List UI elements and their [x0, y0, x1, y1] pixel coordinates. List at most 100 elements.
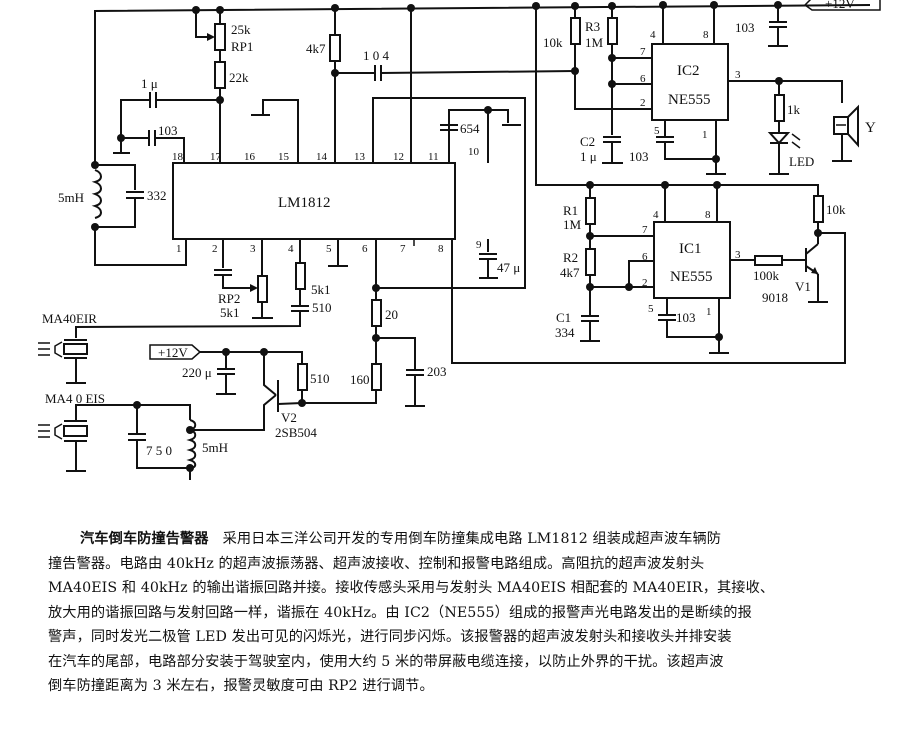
svg-text:5mH: 5mH	[202, 440, 228, 455]
svg-text:22k: 22k	[229, 70, 249, 85]
inductor-5mh-bottom: 5mH	[186, 394, 277, 480]
svg-text:1: 1	[176, 243, 182, 255]
lm1812-bottom-pins: 1 2 3 4 5 6 7 8 9	[176, 239, 482, 255]
svg-text:5: 5	[326, 243, 332, 255]
supply-tag-top: +12V	[803, 0, 881, 11]
svg-text:1: 1	[702, 129, 708, 141]
transistor-v1: 100k 10k V1 9018	[730, 195, 846, 305]
svg-text:4: 4	[653, 209, 659, 221]
svg-text:510: 510	[312, 300, 332, 315]
svg-text:4: 4	[288, 243, 294, 255]
caption-line-7: 倒车防撞距离为 3 米左右，报警灵敏度可由 RP2 进行调节。	[48, 678, 434, 694]
svg-text:NE555: NE555	[668, 92, 711, 108]
pin15-ground	[251, 99, 299, 163]
speaker: Y	[832, 104, 876, 162]
svg-text:103: 103	[629, 149, 649, 164]
svg-text:1: 1	[706, 306, 712, 318]
transistor-v2: 510 V2 2SB504	[263, 351, 330, 440]
caption-line-4: 放大用的谐振回路与发射回路一样，谐振在 40kHz。由 IC2（NE555）组成…	[48, 604, 752, 621]
caption-line-2: 撞告警器。电路由 40kHz 的超声波振荡器、超声波接收、控制和报警电路组成。高…	[48, 555, 705, 572]
svg-text:6: 6	[642, 251, 648, 263]
svg-text:8: 8	[703, 29, 709, 41]
supply-label: +12V	[825, 0, 855, 11]
caption-title: 汽车倒车防撞告警器	[80, 531, 209, 547]
pin8-wire	[451, 232, 846, 364]
ic1-enable-wire	[535, 6, 819, 196]
svg-text:4k7: 4k7	[560, 265, 580, 280]
svg-text:V2: V2	[281, 410, 297, 425]
transmitter-transducer: MA4 0 EIS	[38, 391, 191, 472]
svg-text:103: 103	[676, 310, 696, 325]
svg-text:9018: 9018	[762, 290, 788, 305]
capacitor-750: 7 5 0	[128, 401, 190, 469]
receiver-label: MA40EIR	[42, 311, 97, 326]
svg-text:18: 18	[172, 151, 184, 163]
svg-text:IC2: IC2	[677, 63, 700, 79]
svg-text:20: 20	[385, 307, 398, 322]
svg-text:6: 6	[640, 73, 646, 85]
svg-text:12: 12	[393, 151, 404, 163]
capacitor-654: 654	[440, 106, 521, 163]
svg-text:17: 17	[210, 151, 222, 163]
svg-text:IC1: IC1	[679, 241, 702, 257]
resistor-4k7-top: 4k7	[306, 8, 341, 163]
svg-text:10k: 10k	[826, 202, 846, 217]
svg-text:14: 14	[316, 151, 328, 163]
capacitor-103-top: 103	[735, 5, 788, 47]
svg-text:510: 510	[310, 371, 330, 386]
svg-text:8: 8	[705, 209, 711, 221]
svg-text:8: 8	[438, 243, 444, 255]
svg-text:47 μ: 47 μ	[497, 260, 520, 275]
svg-text:4k7: 4k7	[306, 41, 326, 56]
svg-text:203: 203	[427, 364, 447, 379]
svg-text:C2: C2	[580, 134, 595, 149]
svg-text:160: 160	[350, 372, 370, 387]
svg-text:220 μ: 220 μ	[182, 365, 212, 380]
svg-text:1M: 1M	[585, 35, 604, 50]
transmitter-label: MA4 0 EIS	[45, 391, 105, 406]
svg-text:103: 103	[158, 123, 178, 138]
svg-text:1M: 1M	[563, 217, 582, 232]
svg-text:103: 103	[735, 20, 755, 35]
svg-text:1k: 1k	[787, 102, 801, 117]
svg-text:334: 334	[555, 325, 575, 340]
svg-text:C1: C1	[556, 310, 571, 325]
svg-text:5k1: 5k1	[311, 282, 331, 297]
svg-text:100k: 100k	[753, 268, 780, 283]
svg-text:R2: R2	[563, 250, 578, 265]
svg-text:2: 2	[642, 277, 648, 289]
svg-text:10k: 10k	[543, 35, 563, 50]
svg-text:RP1: RP1	[231, 39, 253, 54]
svg-text:3: 3	[735, 69, 741, 81]
capacitor-510: 510	[75, 300, 332, 338]
svg-text:7 5 0: 7 5 0	[146, 443, 172, 458]
resistor-5k1: 5k1	[295, 239, 331, 305]
resistor-22k: 22k	[214, 50, 249, 163]
svg-text:7: 7	[400, 243, 406, 255]
svg-text:+12V: +12V	[158, 345, 188, 360]
lm1812-top-pins: 18 17 16 15 14 13 12 11 10	[172, 146, 480, 163]
ic2-timing: 10k R3 1M C2 1 μ 103	[543, 6, 726, 175]
pin5-ground	[328, 239, 348, 267]
svg-text:1 0 4: 1 0 4	[363, 48, 390, 63]
caption-line-1: 汽车倒车防撞告警器采用日本三洋公司开发的专用倒车防撞集成电路 LM1812 组装…	[80, 531, 722, 547]
capacitor-1u: 1 μ	[120, 76, 220, 138]
svg-text:V1: V1	[795, 279, 811, 294]
caption-text: 汽车倒车防撞告警器采用日本三洋公司开发的专用倒车防撞集成电路 LM1812 组装…	[48, 527, 908, 699]
capacitor-103-left: 103	[113, 123, 185, 163]
svg-text:3: 3	[735, 249, 741, 261]
supply-tag-bottom: +12V 220 μ	[149, 344, 268, 395]
svg-text:25k: 25k	[231, 22, 251, 37]
svg-text:9: 9	[476, 239, 482, 251]
svg-text:11: 11	[428, 151, 439, 163]
lm1812-label: LM1812	[278, 195, 331, 211]
svg-text:R3: R3	[585, 19, 600, 34]
ic2-ne555: IC2 NE555 4 8 7 6 2 3 5 1	[640, 5, 741, 141]
svg-text:LED: LED	[789, 154, 814, 169]
svg-text:5: 5	[648, 303, 654, 315]
svg-text:Y: Y	[865, 120, 876, 136]
svg-text:2: 2	[640, 97, 646, 109]
pin13-wire	[372, 97, 526, 289]
capacitor-47u: 47 μ	[479, 239, 520, 279]
pin6-network: 20 203 160	[302, 239, 455, 407]
